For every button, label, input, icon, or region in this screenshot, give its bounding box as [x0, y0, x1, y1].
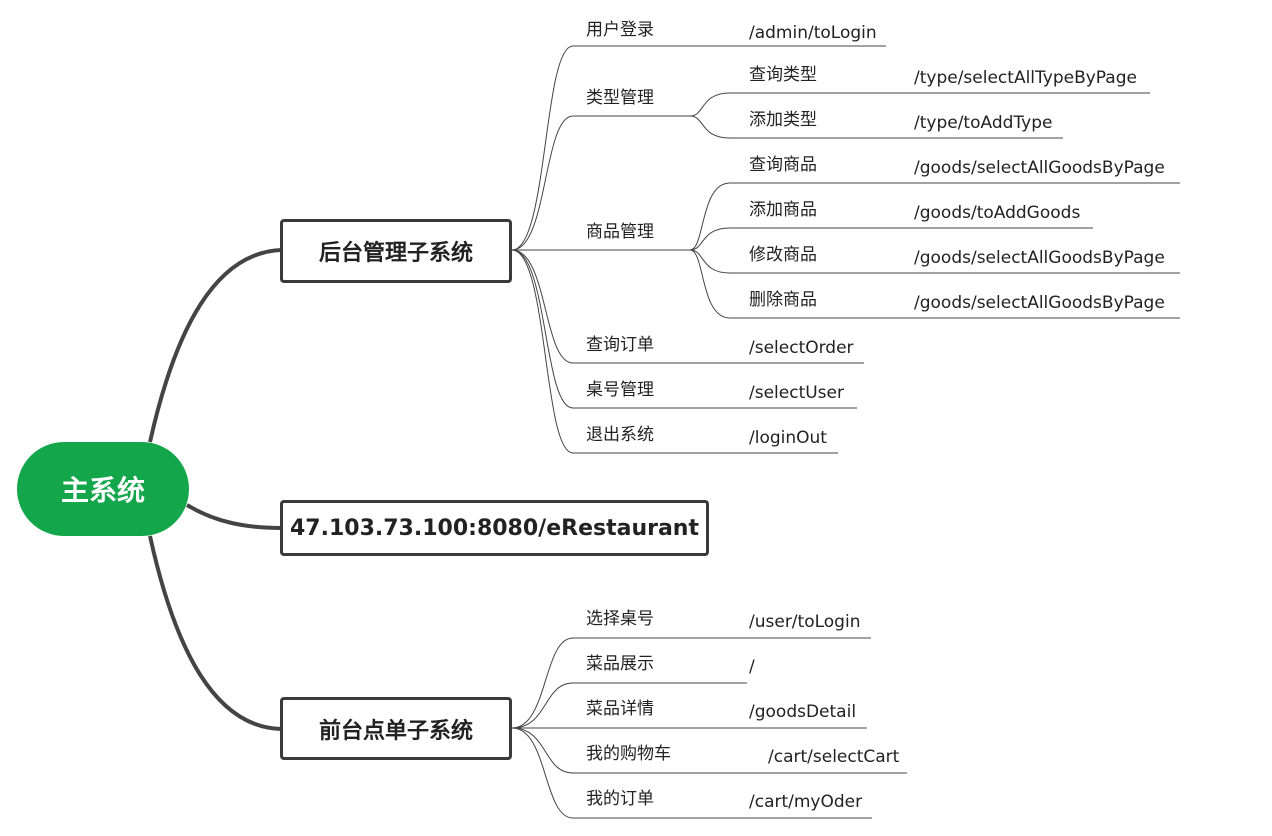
- front-item-dish-display[interactable]: 菜品展示: [586, 654, 654, 674]
- front-choose-table-path: /user/toLogin: [749, 612, 861, 632]
- admin-item-goods-mgmt[interactable]: 商品管理: [586, 222, 654, 242]
- admin-item-login[interactable]: 用户登录: [586, 20, 654, 40]
- goods-edit-label[interactable]: 修改商品: [749, 245, 817, 265]
- goods-delete-label[interactable]: 删除商品: [749, 290, 817, 310]
- goods-add-label[interactable]: 添加商品: [749, 200, 817, 220]
- admin-table-path: /selectUser: [749, 383, 844, 403]
- front-item-my-orders[interactable]: 我的订单: [586, 789, 654, 809]
- branch-root-admin: [148, 248, 283, 443]
- goods-connector-3: [689, 249, 731, 319]
- type-query-label[interactable]: 查询类型: [749, 65, 817, 85]
- admin-item-logout[interactable]: 退出系统: [586, 425, 654, 445]
- admin-subsystem-node[interactable]: 后台管理子系统: [280, 219, 512, 283]
- front-item-choose-table[interactable]: 选择桌号: [586, 609, 654, 629]
- front-connector-3: [511, 727, 574, 774]
- goods-add-path: /goods/toAddGoods: [914, 203, 1081, 223]
- admin-item-order-query[interactable]: 查询订单: [586, 335, 654, 355]
- admin-connector-3: [511, 249, 574, 364]
- server-address-node[interactable]: 47.103.73.100:8080/eRestaurant: [280, 500, 709, 556]
- goods-edit-path: /goods/selectAllGoodsByPage: [914, 248, 1165, 268]
- front-dish-display-path: /: [749, 657, 755, 677]
- admin-connector-5: [511, 249, 574, 454]
- goods-connector-2: [689, 249, 731, 274]
- admin-order-path: /selectOrder: [749, 338, 854, 358]
- front-connector-1: [511, 682, 574, 729]
- front-dish-detail-path: /goodsDetail: [749, 702, 857, 722]
- front-subsystem-node[interactable]: 前台点单子系统: [280, 697, 512, 760]
- branch-root-server: [185, 503, 283, 530]
- front-my-orders-path: /cart/myOder: [749, 792, 863, 812]
- goods-connector-1: [689, 227, 731, 251]
- root-node[interactable]: 主系统: [17, 442, 189, 536]
- admin-item-table-mgmt[interactable]: 桌号管理: [586, 380, 654, 400]
- type-add-label[interactable]: 添加类型: [749, 110, 817, 130]
- goods-delete-path: /goods/selectAllGoodsByPage: [914, 293, 1165, 313]
- admin-connector-4: [511, 249, 574, 409]
- admin-login-path: /admin/toLogin: [749, 23, 877, 43]
- goods-query-path: /goods/selectAllGoodsByPage: [914, 158, 1165, 178]
- front-my-cart-path: /cart/selectCart: [768, 747, 900, 767]
- admin-item-type-mgmt[interactable]: 类型管理: [586, 88, 654, 108]
- front-item-my-cart[interactable]: 我的购物车: [586, 744, 671, 764]
- admin-logout-path: /loginOut: [749, 428, 827, 448]
- type-connector-1: [689, 115, 731, 139]
- goods-connector-0: [689, 182, 731, 251]
- type-add-path: /type/toAddType: [914, 113, 1053, 133]
- branch-root-front: [148, 535, 283, 731]
- front-connector-0: [511, 637, 574, 729]
- type-query-path: /type/selectAllTypeByPage: [914, 68, 1137, 88]
- front-item-dish-detail[interactable]: 菜品详情: [586, 699, 654, 719]
- type-connector-0: [689, 92, 731, 117]
- goods-query-label[interactable]: 查询商品: [749, 155, 817, 175]
- admin-connector-0: [511, 45, 574, 251]
- admin-connector-1: [511, 115, 574, 251]
- front-connector-4: [511, 727, 574, 819]
